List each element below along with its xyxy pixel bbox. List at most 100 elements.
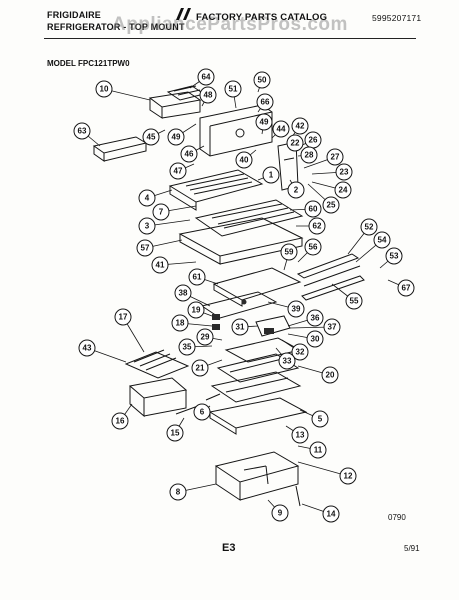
callout-number: 63 xyxy=(78,127,87,136)
part-door-shelf xyxy=(92,136,148,162)
callout-circle xyxy=(345,292,363,310)
callout-15: 15 xyxy=(166,417,185,442)
callout-circle xyxy=(152,203,170,221)
callout-48: 48 xyxy=(199,86,217,107)
callout-circle xyxy=(167,128,185,146)
callout-number: 33 xyxy=(283,357,292,366)
callout-19: 19 xyxy=(187,301,213,319)
callout-circle xyxy=(255,113,273,131)
callout-circle xyxy=(262,166,280,184)
callout-55: 55 xyxy=(331,283,363,310)
part-control-panel xyxy=(199,104,273,157)
callout-39: 39 xyxy=(267,300,305,318)
callout-number: 22 xyxy=(291,139,300,148)
callout-number: 49 xyxy=(172,133,181,142)
callout-number: 7 xyxy=(159,208,164,217)
callout-number: 9 xyxy=(278,509,283,518)
callout-number: 66 xyxy=(261,98,270,107)
callout-number: 29 xyxy=(201,333,210,342)
callout-circle xyxy=(224,80,242,98)
callout-3: 3 xyxy=(138,217,191,235)
callout-7: 7 xyxy=(152,203,197,221)
callout-6: 6 xyxy=(193,403,211,421)
callout-49: 49 xyxy=(167,123,197,146)
part-grille xyxy=(166,85,206,101)
callout-number: 5 xyxy=(318,415,323,424)
callout-circle xyxy=(360,218,378,236)
parts-drawing xyxy=(92,85,365,507)
callout-63: 63 xyxy=(73,122,101,147)
callout-number: 46 xyxy=(185,150,194,159)
callout-29: 29 xyxy=(196,328,223,346)
callout-number: 30 xyxy=(311,335,320,344)
callout-number: 6 xyxy=(200,408,205,417)
callout-27: 27 xyxy=(303,148,344,169)
callout-circle xyxy=(322,196,340,214)
callout-circle xyxy=(178,338,196,356)
callout-25: 25 xyxy=(307,183,340,214)
callout-circle xyxy=(171,314,189,332)
callout-circle xyxy=(304,238,322,256)
callout-number: 51 xyxy=(229,85,238,94)
brand-logo xyxy=(176,8,191,20)
callout-circle xyxy=(280,243,298,261)
callout-57: 57 xyxy=(136,239,183,257)
callout-38: 38 xyxy=(174,284,211,307)
callout-number: 27 xyxy=(331,153,340,162)
callout-circle xyxy=(291,343,309,361)
callout-number: 15 xyxy=(171,429,180,438)
callout-number: 32 xyxy=(296,348,305,357)
callout-circle xyxy=(291,117,309,135)
part-rails xyxy=(175,393,221,415)
callout-37: 37 xyxy=(289,318,341,336)
callout-number: 37 xyxy=(328,323,337,332)
callout-number: 47 xyxy=(174,167,183,176)
callout-circle xyxy=(306,330,324,348)
callout-4: 4 xyxy=(138,189,173,207)
callout-number: 26 xyxy=(309,136,318,145)
callout-54: 54 xyxy=(355,231,391,263)
callout-circle xyxy=(235,151,253,169)
callout-43: 43 xyxy=(78,339,127,363)
part-glass-shelf xyxy=(124,349,190,379)
callout-number: 28 xyxy=(305,151,314,160)
callout-circle xyxy=(174,284,192,302)
callout-41: 41 xyxy=(151,256,197,274)
callout-40: 40 xyxy=(235,149,257,169)
callout-59: 59 xyxy=(280,243,298,271)
part-evaporator-cover xyxy=(168,169,264,211)
callout-circle xyxy=(166,424,184,442)
callout-circle xyxy=(308,217,326,235)
callout-number: 42 xyxy=(296,122,305,131)
callout-number: 18 xyxy=(176,319,185,328)
callout-number: 21 xyxy=(196,364,205,373)
callout-1: 1 xyxy=(257,166,280,184)
callout-circle xyxy=(323,318,341,336)
callout-circle xyxy=(287,181,305,199)
callout-44: 44 xyxy=(271,120,290,139)
callout-number: 13 xyxy=(296,431,305,440)
callout-circle xyxy=(322,505,340,523)
callout-number: 39 xyxy=(292,305,301,314)
callout-number: 61 xyxy=(193,273,202,282)
callout-circle xyxy=(335,163,353,181)
callout-circle xyxy=(169,162,187,180)
callout-31: 31 xyxy=(231,318,259,336)
callout-number: 23 xyxy=(340,168,349,177)
callout-circle xyxy=(334,181,352,199)
callout-circle xyxy=(287,300,305,318)
callout-circle xyxy=(373,231,391,249)
callout-circle xyxy=(188,268,206,286)
callout-32: 32 xyxy=(281,339,309,361)
callout-circle xyxy=(306,309,324,327)
callout-60: 60 xyxy=(289,200,322,218)
callout-45: 45 xyxy=(142,128,166,146)
callout-24: 24 xyxy=(311,181,352,199)
callout-number: 48 xyxy=(204,91,213,100)
site-watermark: AppliancePartsPros.com xyxy=(112,14,348,35)
callout-number: 64 xyxy=(202,73,211,82)
callout-circle xyxy=(136,239,154,257)
callout-circle xyxy=(180,145,198,163)
